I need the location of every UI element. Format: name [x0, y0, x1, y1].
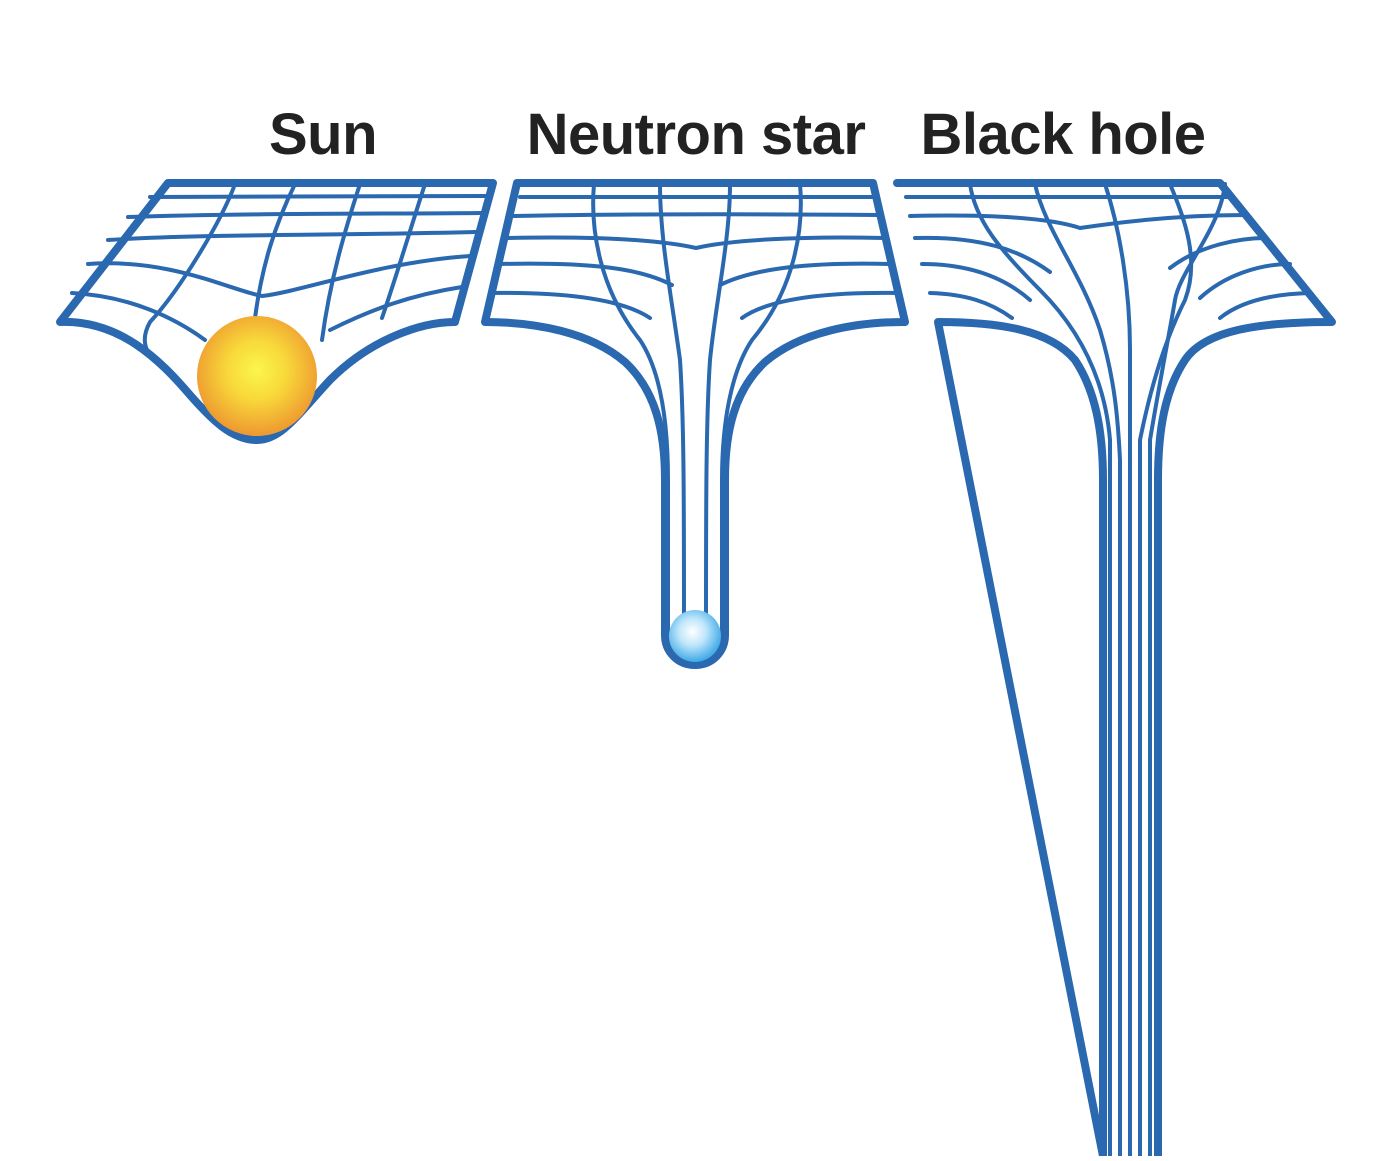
ns-grid-h5 [488, 290, 900, 320]
neutron-star-grid-lines [488, 182, 900, 642]
bh-grid-v2 [1033, 182, 1122, 1158]
ns-grid-v1 [591, 182, 670, 642]
sun-grid-h2 [126, 211, 483, 219]
ns-grid-v4 [720, 182, 803, 642]
ns-grid-h4 [496, 261, 893, 287]
bh-grid-v5 [1148, 182, 1227, 1158]
black-hole-grid-lines [904, 182, 1312, 1158]
sun-grid-h1 [148, 194, 488, 199]
sun-grid-h5 [70, 285, 464, 342]
sun-grid-h4 [86, 254, 472, 298]
bh-grid-v3 [1103, 182, 1132, 1158]
bh-grid-h5 [928, 291, 1312, 320]
neutron-star-label: Neutron star [526, 102, 866, 167]
bh-grid-v1 [968, 182, 1112, 1158]
neutron-star-outline [481, 179, 909, 669]
bh-grid-v4 [1138, 182, 1194, 1158]
sun-sphere [197, 316, 317, 436]
bh-grid-h4 [920, 262, 1292, 302]
neutron-star-panel [481, 179, 909, 669]
bh-grid-h2 [908, 213, 1248, 230]
sun-label: Sun [268, 102, 378, 167]
sun-grid-lines [70, 182, 488, 364]
sun-panel [56, 179, 497, 444]
ns-grid-h2 [512, 212, 880, 218]
ns-grid-v2 [658, 182, 686, 642]
ns-grid-v3 [704, 182, 732, 642]
bh-grid-h1 [904, 194, 1232, 199]
ns-grid-h3 [504, 235, 886, 250]
sun-grid-v3 [320, 182, 362, 342]
black-hole-outline [893, 179, 1336, 1160]
sun-grid-h3 [106, 230, 478, 242]
black-hole-label: Black hole [920, 102, 1206, 167]
black-hole-panel [893, 179, 1336, 1160]
bh-grid-h3 [913, 235, 1268, 274]
sun-outline [56, 179, 497, 444]
neutron-star-sphere [669, 610, 721, 662]
sun-grid-v2 [253, 182, 297, 320]
sun-grid-v4 [380, 182, 427, 320]
